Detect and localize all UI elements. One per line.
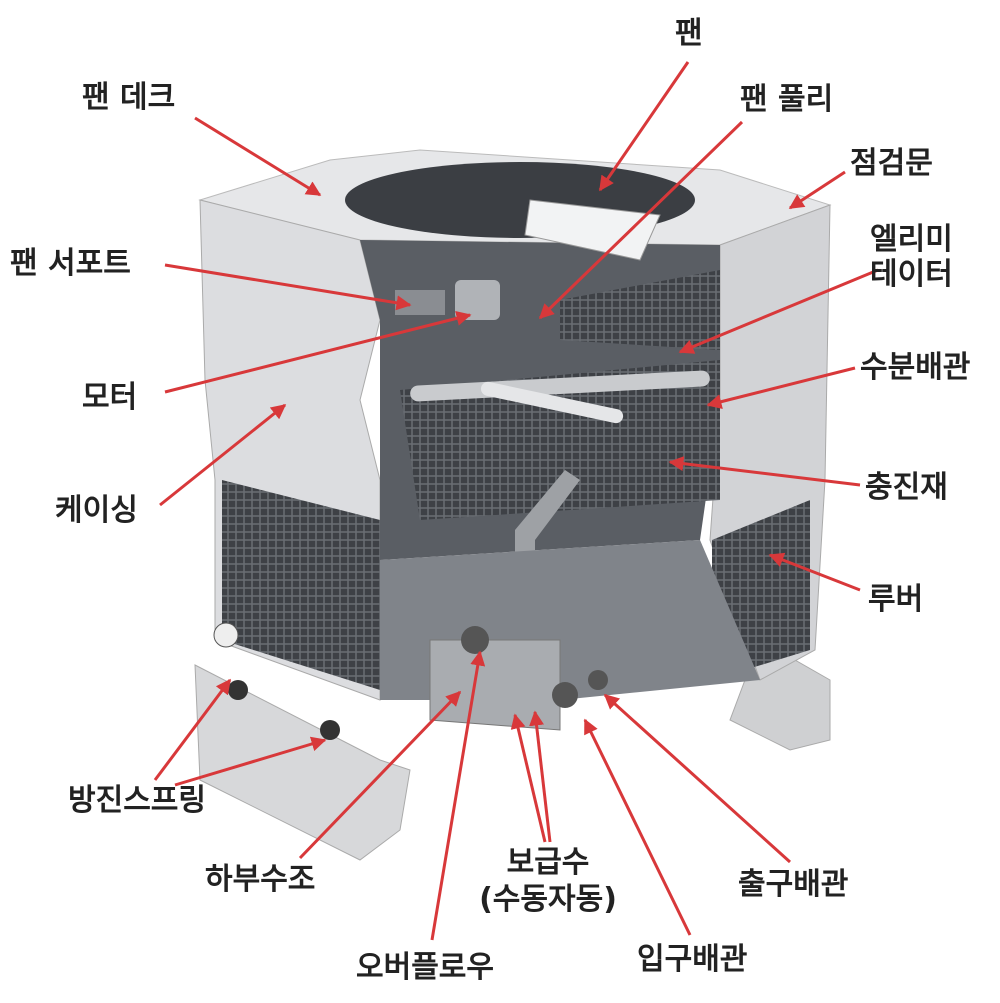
arrow-inlet xyxy=(583,718,692,936)
arrow-inspection-door xyxy=(788,170,846,210)
arrow-spring-1 xyxy=(153,678,232,781)
drain-port xyxy=(213,622,239,648)
label-spring: 방진스프링 xyxy=(68,783,206,818)
label-basin: 하부수조 xyxy=(205,862,316,897)
label-fan: 팬 xyxy=(675,16,703,51)
sump xyxy=(429,639,561,731)
label-makeup-1: 보급수 xyxy=(506,845,590,880)
spring-2 xyxy=(320,720,340,740)
label-inspection-door: 점검문 xyxy=(850,146,933,181)
arrow-eliminator xyxy=(678,268,879,354)
leader-arrows xyxy=(153,61,879,941)
label-overflow: 오버플로우 xyxy=(356,950,494,985)
arrow-fill xyxy=(668,456,861,487)
outlet-fitting xyxy=(588,670,608,690)
label-eliminator-1: 엘리미 xyxy=(870,222,953,257)
water-pipe-shape xyxy=(480,381,624,424)
arrow-basin xyxy=(298,690,462,860)
arrow-fan-support xyxy=(164,263,412,311)
label-fan-support: 팬 서포트 xyxy=(10,246,131,281)
base-beam-left xyxy=(194,664,411,861)
arrow-spring-2 xyxy=(174,736,327,787)
label-eliminator-2: 테이터 xyxy=(870,257,953,292)
base-beam-right xyxy=(729,639,831,751)
inlet-fitting xyxy=(552,682,578,708)
label-fan-pulley: 팬 풀리 xyxy=(740,82,834,117)
arrow-louver xyxy=(768,552,861,592)
arrow-fan-deck xyxy=(194,116,322,197)
label-outlet: 출구배관 xyxy=(738,867,849,902)
arrow-casing xyxy=(159,403,287,507)
arrow-overflow xyxy=(430,650,486,941)
label-motor: 모터 xyxy=(82,380,138,415)
arrow-makeup-1 xyxy=(510,713,547,843)
arrow-makeup-2 xyxy=(529,710,552,843)
spring-1 xyxy=(228,680,248,700)
louver-left xyxy=(222,480,380,690)
arrow-motor xyxy=(164,311,472,394)
label-fan-deck: 팬 데크 xyxy=(82,80,176,115)
label-water-pipe: 수분배관 xyxy=(860,350,971,385)
arrow-fan-pulley xyxy=(538,120,744,320)
eliminator-shape xyxy=(560,270,720,350)
label-louver: 루버 xyxy=(868,582,924,617)
fan-shape xyxy=(524,199,661,261)
motor-shape xyxy=(455,280,500,320)
arrow-outlet xyxy=(603,693,792,864)
overflow-fitting xyxy=(461,626,489,654)
arrow-fan xyxy=(598,61,690,192)
label-casing: 케이싱 xyxy=(55,493,138,528)
label-fill: 충진재 xyxy=(865,470,948,505)
label-inlet: 입구배관 xyxy=(637,942,748,977)
label-makeup-2: (수동자동) xyxy=(479,882,617,917)
fill-shape xyxy=(400,360,720,520)
arrow-water-pipe xyxy=(706,366,856,409)
